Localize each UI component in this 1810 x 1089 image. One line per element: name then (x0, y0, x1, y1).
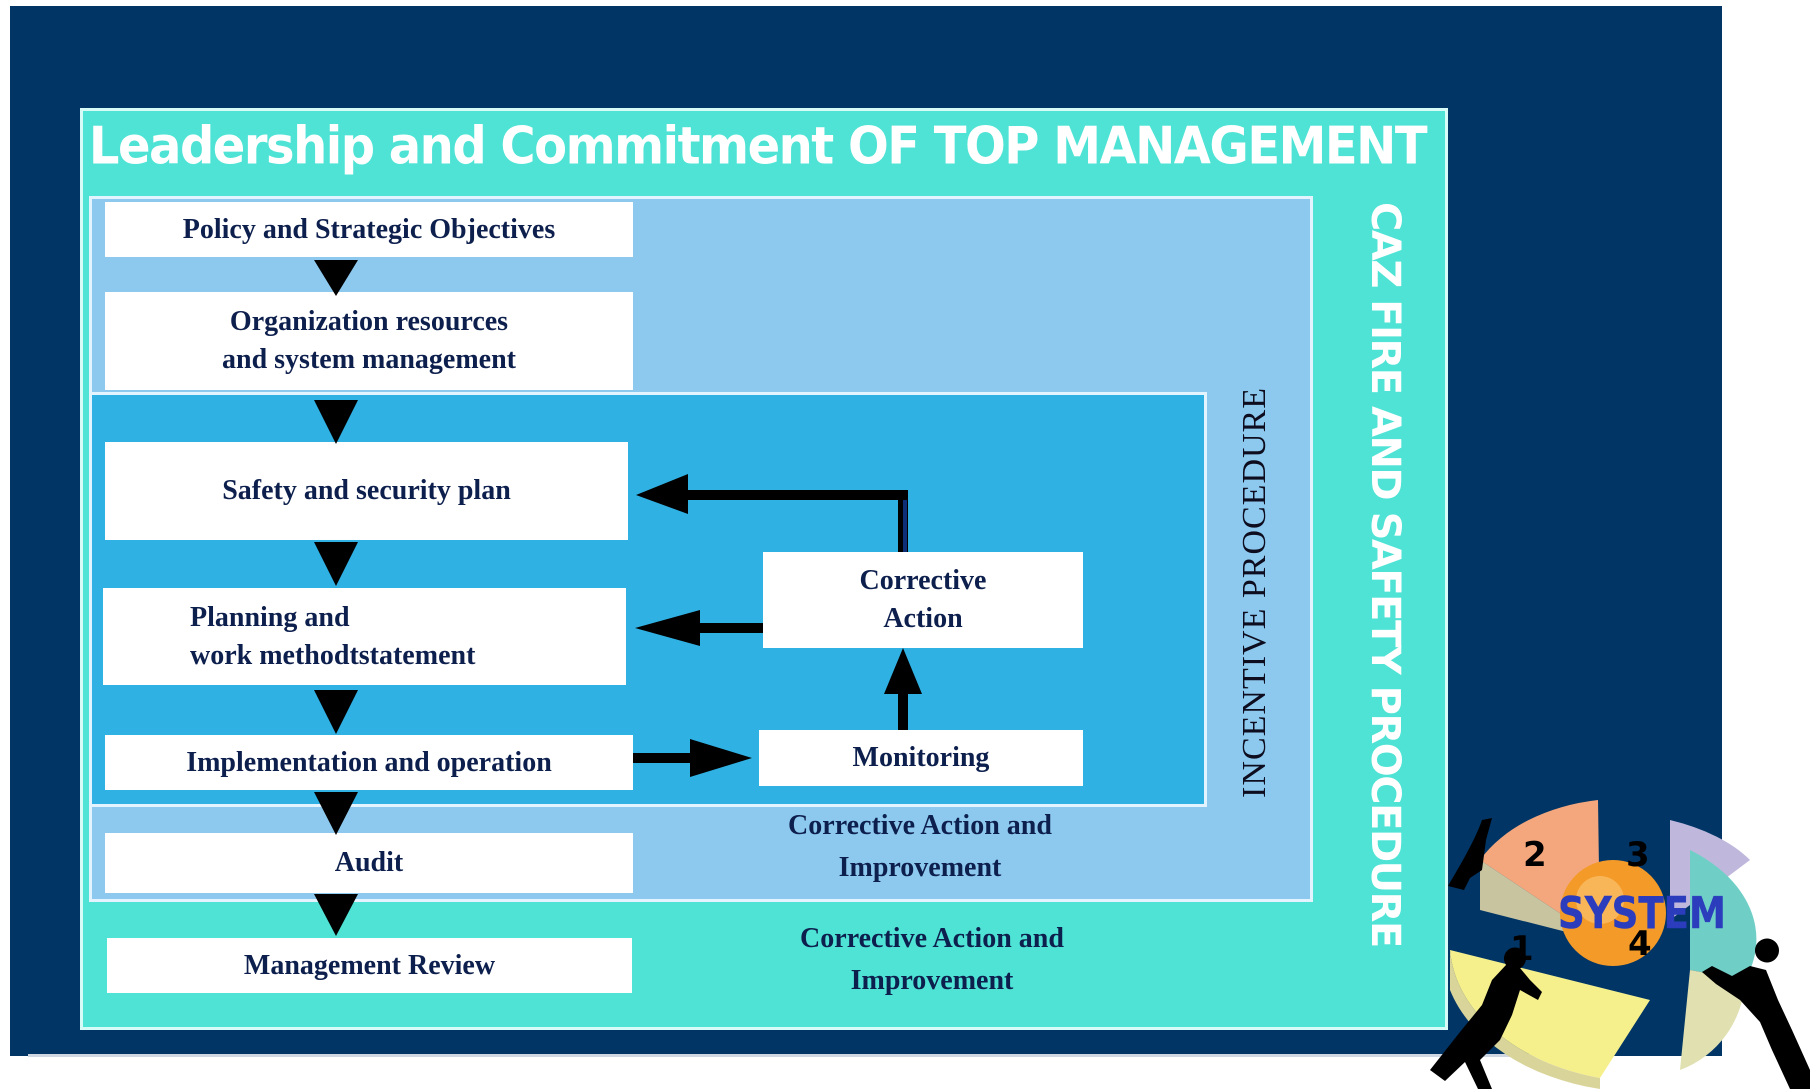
climbing-figure-icon (1448, 818, 1492, 890)
segment-4-label: 4 (1628, 924, 1652, 964)
system-label: SYSTEM (1558, 888, 1726, 939)
arrow-corrective-to-safety-plan (636, 474, 908, 552)
planning-work-method-box: Planning and work methodtstatement (103, 588, 626, 685)
segment-3-label: 3 (1626, 835, 1650, 875)
segment-2-label: 2 (1523, 835, 1547, 875)
organization-resources-box: Organization resources and system manage… (105, 292, 633, 390)
down-triangle-policy-to-org (314, 260, 358, 296)
down-triangle-implementation-to-audit (314, 792, 358, 835)
arrow-monitoring-to-corrective (884, 648, 922, 730)
side-procedure-label: CAZ FIRE AND SAFETY PROCEDURE (1362, 201, 1408, 947)
monitoring-box: Monitoring (759, 730, 1083, 786)
implementation-operation-box: Implementation and operation (105, 735, 633, 790)
policy-objectives-box: Policy and Strategic Objectives (105, 202, 633, 257)
pie-segment-4-side (1680, 970, 1745, 1070)
down-triangle-safety-to-planning (314, 542, 358, 586)
down-triangle-planning-to-implementation (314, 690, 358, 734)
diagram-title: Leadership and Commitment OF TOP MANAGEM… (88, 115, 1428, 177)
audit-box: Audit (105, 833, 633, 893)
pushing-figure-right-icon (1702, 938, 1810, 1089)
corrective-action-box: Corrective Action (763, 552, 1083, 648)
system-pie-clipart: SYSTEM 1 2 3 4 (1430, 800, 1810, 1089)
inner-improvement-caption: Corrective Action and Improvement (788, 810, 1052, 883)
arrow-implementation-to-monitoring (633, 739, 752, 777)
side-label-container: CAZ FIRE AND SAFETY PROCEDURE (1335, 202, 1435, 947)
bottom-divider (28, 1054, 1568, 1057)
down-triangle-org-to-safety (314, 400, 358, 444)
arrow-corrective-to-planning (635, 610, 763, 646)
down-triangle-audit-to-review (314, 894, 358, 936)
safety-security-plan-box: Safety and security plan (105, 442, 628, 540)
pushing-figure-left-icon (1430, 947, 1542, 1089)
pie-segment-4 (1690, 850, 1757, 980)
outer-improvement-caption: Corrective Action and Improvement (800, 923, 1064, 996)
management-review-box: Management Review (107, 938, 632, 993)
